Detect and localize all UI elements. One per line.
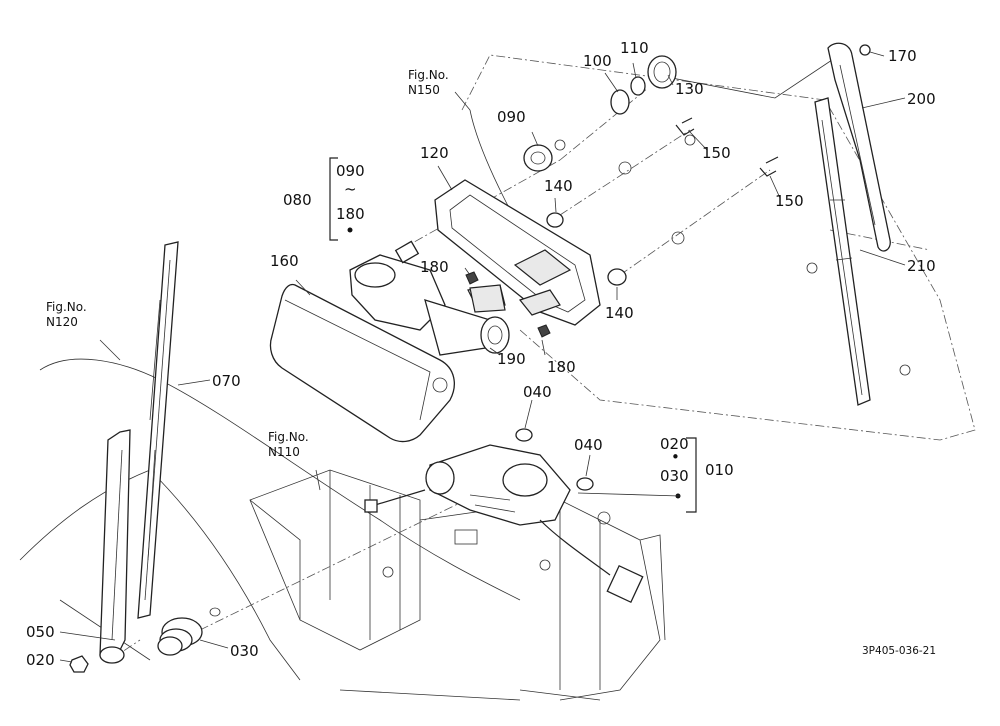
figure-code: 3P405-036-21 <box>862 645 936 657</box>
fig-ref-label: Fig.No. <box>268 430 309 444</box>
callout-180: 180 <box>547 358 576 376</box>
callout-110: 110 <box>620 39 649 57</box>
callout-040: 040 <box>574 436 603 454</box>
callout-070: 070 <box>212 372 241 390</box>
fig-ref-number: N110 <box>268 445 300 459</box>
callout-200: 200 <box>907 90 936 108</box>
part-010-front-motor <box>364 444 644 604</box>
rear-small-parts <box>465 55 779 338</box>
callout-090: 090 <box>336 162 365 180</box>
callout-020: 020 <box>660 435 689 453</box>
fig-ref-label: Fig.No. <box>46 300 87 314</box>
part-020-nut <box>69 655 89 673</box>
callout-080: 080 <box>283 191 312 209</box>
callout-180: 180 <box>420 258 449 276</box>
callout-030: 030 <box>660 467 689 485</box>
fig-ref-number: N150 <box>408 83 440 97</box>
callout-090: 090 <box>497 108 526 126</box>
figure-ref-n120: Fig.No. N120 <box>46 300 87 329</box>
callout-020: 020 <box>26 651 55 669</box>
figure-ref-n150: Fig.No. N150 <box>408 68 449 97</box>
part-120-bracket <box>434 179 601 326</box>
callout-190: 190 <box>497 350 526 368</box>
callout-150: 150 <box>775 192 804 210</box>
rear-wiper-arm-and-blade <box>814 42 891 406</box>
range-tilde: ~ <box>344 180 357 198</box>
assembly-lines <box>109 47 931 661</box>
callout-120: 120 <box>420 144 449 162</box>
figure-ref-n110: Fig.No. N110 <box>268 430 309 459</box>
callout-leaders <box>59 51 906 663</box>
callout-170: 170 <box>888 47 917 65</box>
fig-ref-number: N120 <box>46 315 78 329</box>
group-dot: • <box>671 448 680 466</box>
callout-040: 040 <box>523 383 552 401</box>
fig-ref-label: Fig.No. <box>408 68 449 82</box>
callout-130: 130 <box>675 80 704 98</box>
part-040-bushing <box>515 428 594 491</box>
callout-010: 010 <box>705 461 734 479</box>
callout-100: 100 <box>583 52 612 70</box>
callout-180: 180 <box>336 205 365 223</box>
callout-050: 050 <box>26 623 55 641</box>
callout-210: 210 <box>907 257 936 275</box>
callout-030: 030 <box>230 642 259 660</box>
callout-140: 140 <box>605 304 634 322</box>
part-160-cover <box>269 283 455 443</box>
part-030-grommet <box>157 607 221 656</box>
front-wiper-arm-and-blade <box>99 241 179 664</box>
callout-150: 150 <box>702 144 731 162</box>
callout-160: 160 <box>270 252 299 270</box>
callout-140: 140 <box>544 177 573 195</box>
callout-labels: 170 200 210 150 150 130 110 100 090 120 … <box>26 39 936 669</box>
